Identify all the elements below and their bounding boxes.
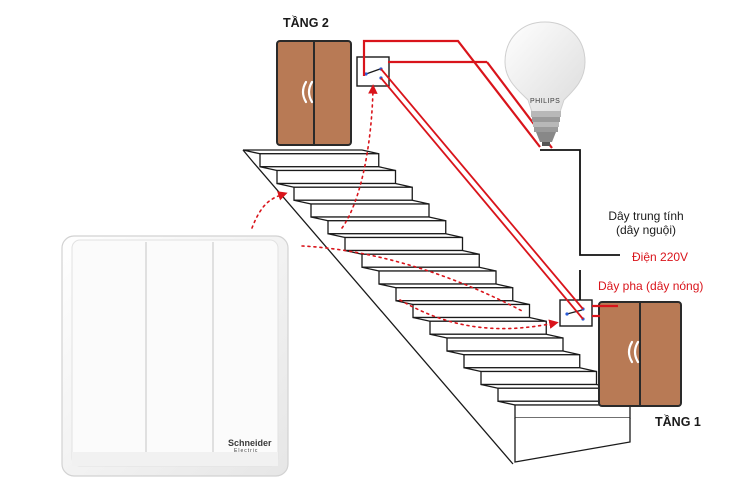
neutral-wire <box>540 149 620 300</box>
floor-2-label: TẦNG 2 <box>283 16 329 30</box>
stair-riser <box>259 153 380 168</box>
stair-riser <box>412 303 531 319</box>
stair-riser <box>276 169 397 185</box>
neutral-wire-label-line2: (dây nguội) <box>615 223 677 237</box>
stair-riser <box>344 236 464 252</box>
power-label: Điện 220V <box>632 250 689 264</box>
switch-brand-subtext: Electric <box>234 448 259 454</box>
switch-brand-logo: Schneider Electric <box>228 439 272 455</box>
neutral-wire-label-line1: Dây trung tính <box>608 209 684 223</box>
phase-wire-label: Dây pha (dây nóng) <box>598 279 704 293</box>
neutral-wire-label: Dây trung tính (dây nguội) <box>588 209 704 237</box>
switch-bottom-box <box>559 299 593 327</box>
bulb-brand-text: PHILIPS <box>530 98 561 105</box>
stair-bottom-block <box>514 418 631 463</box>
bulb-brand-logo: PHILIPS <box>530 98 560 105</box>
stair-riser <box>293 186 413 201</box>
door-floor-1 <box>598 301 682 407</box>
floor-1-label: TẦNG 1 <box>655 415 701 429</box>
stair-underside <box>242 149 514 465</box>
stair-riser <box>378 270 497 285</box>
stair-riser <box>463 354 581 369</box>
stair-riser <box>480 370 598 386</box>
door-floor-2 <box>276 40 352 146</box>
direction-arrows <box>251 84 559 330</box>
stair-riser <box>395 287 514 302</box>
stair-riser <box>310 203 430 218</box>
staircase <box>242 149 631 465</box>
light-bulb-icon <box>504 21 586 146</box>
switch-brand-text: Schneider <box>228 438 272 448</box>
light-switch-icon <box>61 235 289 477</box>
stair-riser <box>497 387 614 402</box>
stair-riser <box>446 337 564 352</box>
stair-riser <box>361 253 480 268</box>
traveler-wires <box>380 68 584 320</box>
